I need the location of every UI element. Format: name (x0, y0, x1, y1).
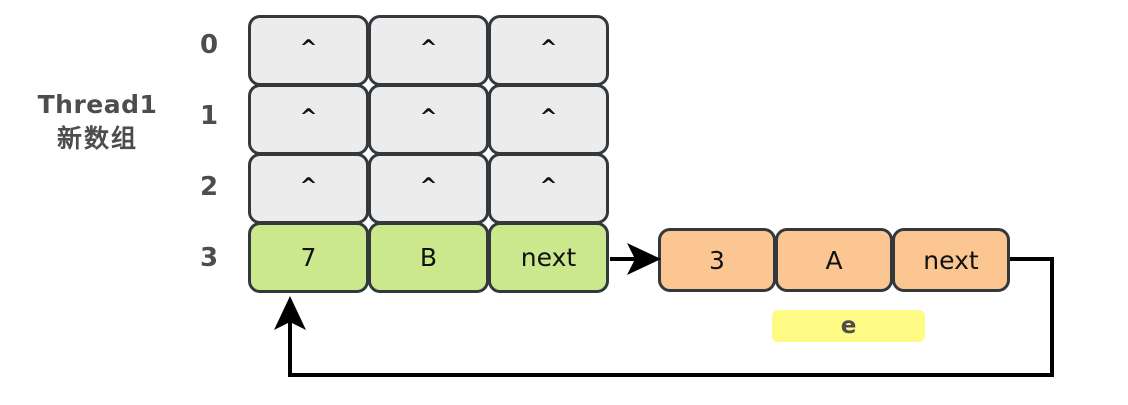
row-index-2: 2 (199, 172, 219, 202)
array-row-3: 7 B next (248, 222, 609, 293)
array-cell-2-1[interactable]: ^ (368, 153, 489, 224)
array-cell-0-2[interactable]: ^ (488, 15, 609, 86)
row-index-1: 1 (199, 101, 219, 131)
node-cell-next[interactable]: next (892, 228, 1010, 292)
linked-node: 3 A next (658, 228, 1010, 292)
array-row-1: ^ ^ ^ (248, 84, 609, 155)
node-cell-key[interactable]: 3 (658, 228, 776, 292)
array-cell-3-2[interactable]: next (488, 222, 609, 293)
array-cell-0-1[interactable]: ^ (368, 15, 489, 86)
array-cell-0-0[interactable]: ^ (248, 15, 369, 86)
array-grid: ^ ^ ^ ^ ^ ^ ^ ^ ^ 7 B next (248, 15, 609, 293)
array-cell-2-0[interactable]: ^ (248, 153, 369, 224)
array-cell-3-1[interactable]: B (368, 222, 489, 293)
array-cell-2-2[interactable]: ^ (488, 153, 609, 224)
array-cell-1-1[interactable]: ^ (368, 84, 489, 155)
array-row-0: ^ ^ ^ (248, 15, 609, 86)
array-cell-1-0[interactable]: ^ (248, 84, 369, 155)
row-index-3: 3 (199, 243, 219, 273)
array-cell-1-2[interactable]: ^ (488, 84, 609, 155)
row-index-0: 0 (199, 30, 219, 60)
thread-label-line1: Thread1 (37, 90, 158, 119)
node-cell-value[interactable]: A (775, 228, 893, 292)
variable-tag-e: e (772, 310, 925, 342)
thread-label: Thread1 新数组 (10, 88, 185, 156)
array-cell-3-0[interactable]: 7 (248, 222, 369, 293)
thread-label-line2: 新数组 (56, 124, 138, 153)
array-row-2: ^ ^ ^ (248, 153, 609, 224)
